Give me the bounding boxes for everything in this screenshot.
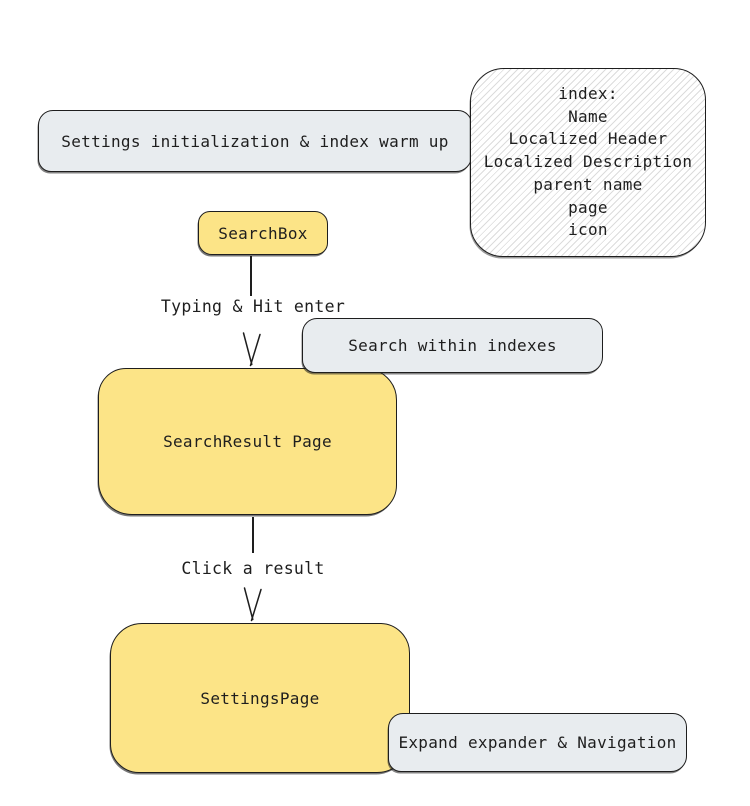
node-label: SettingsPage	[200, 688, 320, 708]
node-searchbox: SearchBox	[198, 211, 328, 255]
node-settings-initialization: Settings initialization & index warm up	[38, 110, 472, 172]
note-line: Name	[568, 106, 608, 126]
node-expand-expander-navigation: Expand expander & Navigation	[388, 713, 687, 772]
arrow-click-line	[252, 517, 254, 553]
arrow-down-head-icon	[240, 332, 263, 367]
node-search-within-indexes: Search within indexes	[302, 318, 603, 373]
note-text-block: index: Name Localized Header Localized D…	[484, 83, 693, 243]
arrow-typing-line	[250, 256, 252, 296]
node-label: Search within indexes	[348, 336, 557, 355]
node-label: SearchResult Page	[163, 432, 332, 451]
note-line: index:	[558, 83, 618, 103]
arrow-down-head-icon	[241, 587, 264, 622]
node-index-fields-note: index: Name Localized Header Localized D…	[470, 68, 706, 257]
node-searchresult-page: SearchResult Page	[98, 368, 397, 515]
note-line: page	[568, 197, 608, 217]
node-label: SearchBox	[218, 223, 308, 243]
node-settingspage: SettingsPage	[110, 623, 410, 773]
note-line: Localized Description	[483, 152, 693, 172]
arrow-typing-label: Typing & Hit enter	[160, 297, 346, 316]
note-line: parent name	[533, 174, 643, 194]
note-line: icon	[568, 220, 608, 240]
arrow-click-label: Click a result	[181, 559, 325, 578]
note-line: Localized Header	[508, 129, 668, 149]
node-label: Expand expander & Navigation	[398, 733, 677, 752]
node-label: Settings initialization & index warm up	[61, 131, 449, 151]
